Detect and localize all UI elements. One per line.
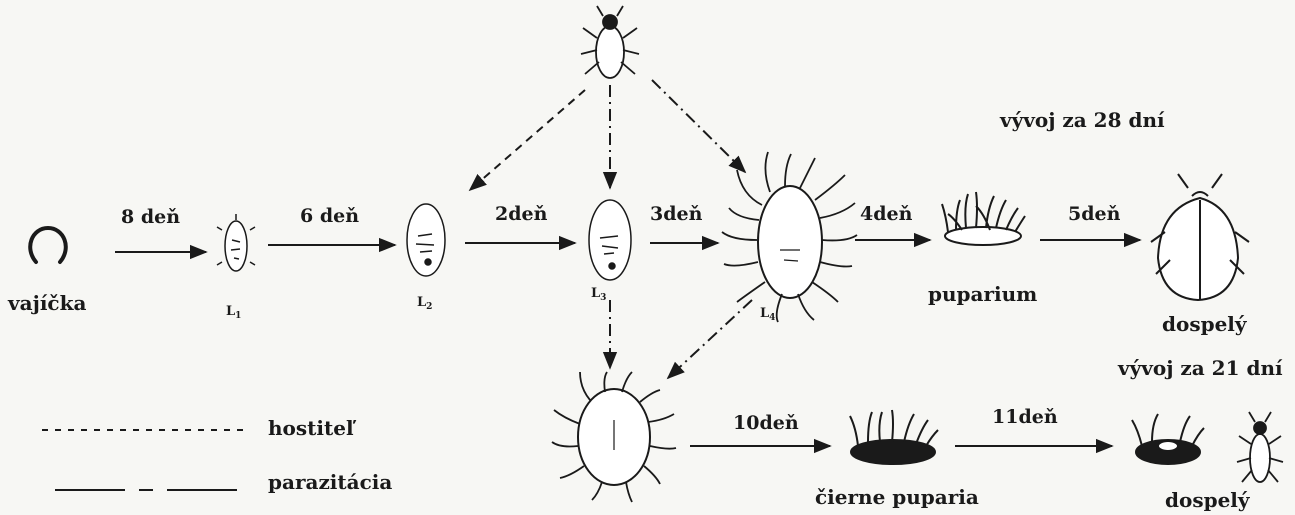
egg-icon: [30, 228, 66, 262]
parasitoid-wasp-icon: [581, 6, 639, 78]
day-4-label: 4deň: [860, 205, 912, 224]
black-puparia-icon: [850, 410, 938, 464]
adult-whitefly-icon: [1151, 174, 1249, 300]
dev-28-heading: vývoj za 28 dní: [1000, 110, 1165, 130]
l2-label: L2: [417, 296, 432, 312]
l4-letter: L: [760, 306, 769, 321]
arrow-l4-parasitized: [668, 300, 752, 378]
l3-sub: 3: [600, 293, 606, 303]
day-10-label: 10deň: [733, 414, 799, 433]
egg-label: vajíčka: [8, 293, 86, 313]
larva-l2-icon: [407, 204, 445, 276]
l1-sub: 1: [235, 311, 241, 321]
legend-parasitism-label: parazitácia: [268, 472, 392, 492]
l3-letter: L: [591, 286, 600, 301]
puparium-icon: [942, 192, 1025, 245]
legend-host-label: hostiteľ: [268, 418, 354, 438]
l4-sub: 4: [769, 313, 775, 323]
l2-sub: 2: [426, 302, 432, 312]
l1-letter: L: [226, 304, 235, 319]
emerged-puparium-icon: [1132, 414, 1204, 464]
arrow-wasp-l2-host: [470, 90, 585, 190]
l1-label: L1: [226, 305, 241, 321]
day-11-label: 11deň: [992, 408, 1058, 427]
arrow-wasp-l4-parasitism: [652, 80, 745, 172]
adult-bottom-label: dospelý: [1165, 490, 1250, 510]
dev-21-heading: vývoj za 21 dní: [1118, 358, 1283, 378]
larva-l4-icon: [722, 152, 857, 322]
larva-l3-icon: [589, 200, 631, 280]
larva-l1-icon: [217, 214, 255, 271]
day-2-label: 2deň: [495, 205, 547, 224]
day-8-label: 8 deň: [121, 208, 180, 227]
adult-wasp-icon: [1237, 412, 1283, 482]
adult-top-label: dospelý: [1162, 314, 1247, 334]
l4-label: L4: [760, 307, 775, 323]
l3-label: L3: [591, 287, 606, 303]
puparium-label: puparium: [928, 284, 1037, 304]
day-3-label: 3deň: [650, 205, 702, 224]
black-puparia-label: čierne puparia: [815, 487, 979, 507]
parasitized-larva-icon: [552, 372, 676, 502]
day-5-label: 5deň: [1068, 205, 1120, 224]
day-6-label: 6 deň: [300, 207, 359, 226]
l2-letter: L: [417, 295, 426, 310]
